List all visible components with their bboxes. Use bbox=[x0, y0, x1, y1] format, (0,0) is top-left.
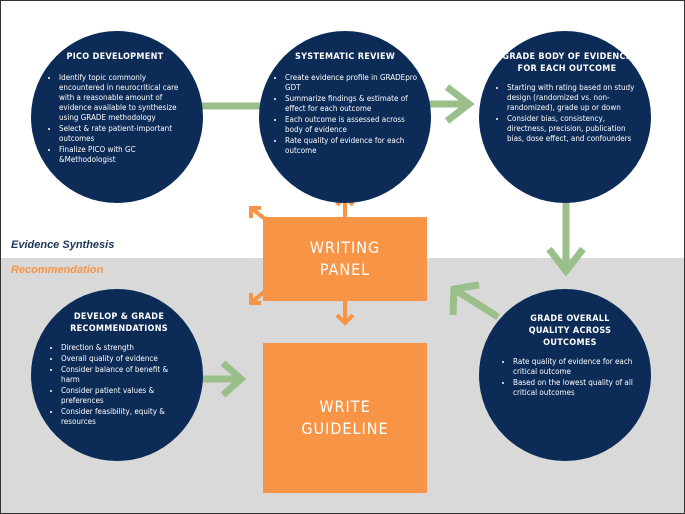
list-item: Overall quality of evidence bbox=[61, 354, 189, 364]
grade-body-bullets: Starting with rating based on study desi… bbox=[495, 83, 639, 144]
writing-panel-box: WRITING PANEL bbox=[263, 217, 427, 301]
arrow-review-to-grade-body bbox=[429, 84, 475, 124]
develop-title-line2: RECOMMENDATIONS bbox=[70, 324, 168, 334]
grade-overall-bullets: Rate quality of evidence for each critic… bbox=[501, 357, 639, 398]
systematic-review-node: SYSTEMATIC REVIEW Create evidence profil… bbox=[259, 31, 431, 203]
panel-arrow-upleft bbox=[249, 206, 267, 221]
list-item: Create evidence profile in GRADEpro GDT bbox=[285, 73, 417, 93]
grade-overall-node: GRADE OVERALL QUALITY ACROSS OUTCOMES Ra… bbox=[479, 289, 651, 461]
develop-title-line1: DEVELOP & GRADE bbox=[73, 312, 165, 322]
list-item: Direction & strength bbox=[61, 343, 189, 353]
systematic-review-bullets: Create evidence profile in GRADEpro GDT … bbox=[273, 73, 417, 156]
list-item: Summarize findings & estimate of effect … bbox=[285, 94, 417, 114]
list-item: Finalize PICO with GC &Methodologist bbox=[59, 145, 183, 165]
pico-development-node: PICO DEVELOPMENT Identify topic commonly… bbox=[31, 31, 203, 203]
write-guideline-box: WRITE GUIDELINE bbox=[263, 343, 427, 493]
writing-panel-line1: WRITING bbox=[309, 238, 381, 257]
writing-panel-line2: PANEL bbox=[319, 260, 371, 279]
develop-grade-node: DEVELOP & GRADE RECOMMENDATIONS Directio… bbox=[31, 289, 203, 461]
list-item: Select & rate patient-important outcomes bbox=[59, 124, 183, 144]
list-item: Identify topic commonly encountered in n… bbox=[59, 73, 183, 123]
list-item: Consider bias, consistency, directness, … bbox=[507, 114, 639, 144]
grade-overall-title-line2: QUALITY ACROSS bbox=[528, 326, 612, 336]
list-item: Rate quality of evidence for each critic… bbox=[513, 357, 639, 377]
write-guideline-line2: GUIDELINE bbox=[301, 419, 389, 438]
grade-overall-title-line1: GRADE OVERALL bbox=[530, 314, 610, 324]
list-item: Consider patient values & preferences bbox=[61, 386, 189, 406]
write-guideline-line1: WRITE bbox=[319, 397, 371, 416]
pico-bullets: Identify topic commonly encountered in n… bbox=[47, 73, 183, 165]
arrow-develop-to-guideline bbox=[199, 360, 247, 398]
grade-body-title-line2: FOR EACH OUTCOME bbox=[517, 64, 617, 74]
develop-title: DEVELOP & GRADE RECOMMENDATIONS bbox=[49, 311, 189, 335]
list-item: Consider feasibility, equity & resources bbox=[61, 407, 189, 427]
recommendation-label: Recommendation bbox=[11, 264, 104, 276]
grade-body-title: GRADE BODY OF EVIDENCE FOR EACH OUTCOME bbox=[495, 51, 639, 75]
panel-arrow-down bbox=[335, 301, 355, 326]
list-item: Rate quality of evidence for each outcom… bbox=[285, 136, 417, 156]
arrow-overall-to-panel bbox=[449, 281, 500, 320]
arrow-grade-body-to-overall bbox=[546, 193, 586, 277]
evidence-synthesis-label: Evidence Synthesis bbox=[11, 239, 115, 251]
panel-arrow-downleft bbox=[249, 289, 267, 305]
list-item: Starting with rating based on study desi… bbox=[507, 83, 639, 113]
pico-title: PICO DEVELOPMENT bbox=[66, 52, 164, 62]
grade-overall-title: GRADE OVERALL QUALITY ACROSS OUTCOMES bbox=[501, 313, 639, 349]
systematic-review-title: SYSTEMATIC REVIEW bbox=[294, 52, 396, 62]
list-item: Consider balance of benefit & harm bbox=[61, 365, 189, 385]
grade-body-node: GRADE BODY OF EVIDENCE FOR EACH OUTCOME … bbox=[479, 31, 651, 203]
list-item: Based on the lowest quality of all criti… bbox=[513, 378, 639, 398]
grade-body-title-line1: GRADE BODY OF EVIDENCE bbox=[502, 52, 632, 62]
list-item: Each outcome is assessed across body of … bbox=[285, 115, 417, 135]
develop-bullets: Direction & strength Overall quality of … bbox=[49, 343, 189, 427]
grade-overall-title-line3: OUTCOMES bbox=[543, 338, 597, 348]
